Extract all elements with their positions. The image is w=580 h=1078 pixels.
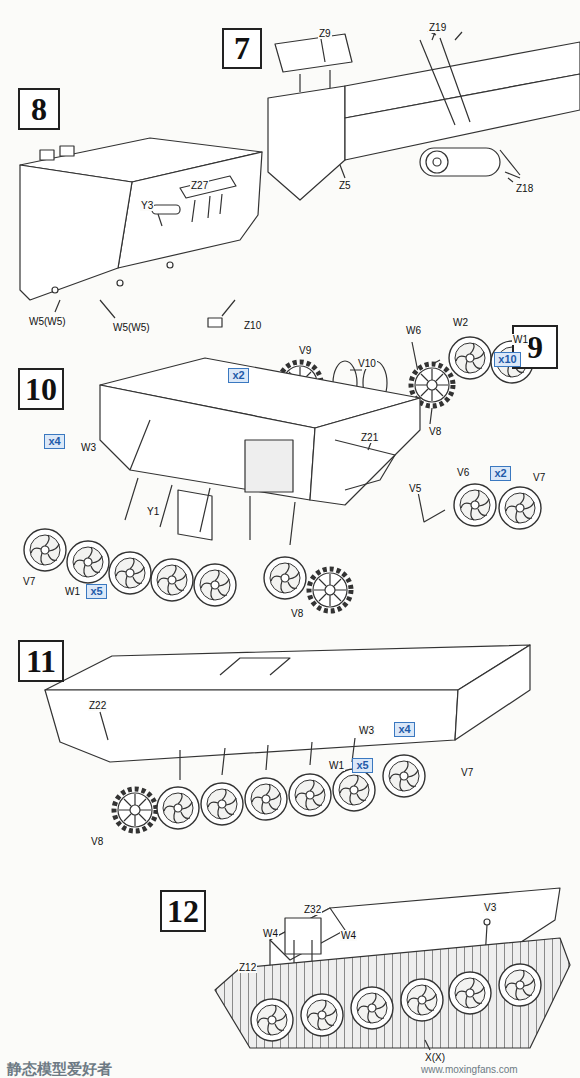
part-label: Z32	[303, 904, 322, 915]
part-label: W5(W5)	[112, 322, 151, 333]
part-label: Z5	[338, 180, 352, 191]
part-label: Z10	[243, 320, 262, 331]
quantity-mark: x2	[232, 369, 244, 382]
part-label: W1	[328, 760, 345, 771]
quantity-mark: x4	[398, 723, 410, 736]
quantity-box: x5	[352, 758, 373, 773]
part-label: V8	[290, 608, 304, 619]
part-label: W6	[405, 325, 422, 336]
quantity-mark: x10	[498, 353, 516, 366]
part-label: W1	[512, 334, 529, 345]
step-number: 7	[234, 30, 250, 67]
part-label: V9	[298, 345, 312, 356]
step-number-box: 11	[18, 640, 64, 682]
part-label: Y1	[146, 506, 160, 517]
step-number: 8	[31, 91, 47, 128]
step-number-box: 8	[18, 88, 60, 130]
part-label: W3	[80, 442, 97, 453]
part-label: W5(W5)	[28, 316, 67, 327]
part-label: W4	[340, 930, 357, 941]
step-number-box: 7	[222, 28, 262, 69]
part-label: Y3	[140, 200, 154, 211]
quantity-mark: x4	[48, 435, 60, 448]
part-label: W1	[64, 586, 81, 597]
part-label: Z27	[190, 180, 209, 191]
part-label: Z21	[360, 432, 379, 443]
quantity-box: x2	[490, 466, 511, 481]
step-number-box: 12	[160, 890, 206, 932]
part-label: V3	[483, 902, 497, 913]
quantity-mark: x5	[90, 585, 102, 598]
part-label: W4	[262, 928, 279, 939]
step-number: 10	[25, 371, 57, 408]
part-label: V7	[460, 767, 474, 778]
quantity-box: x4	[394, 722, 415, 737]
part-label: Z19	[428, 22, 447, 33]
quantity-mark: x5	[356, 759, 368, 772]
part-label: V8	[428, 426, 442, 437]
step-number: 11	[26, 643, 56, 680]
part-label: Z9	[318, 28, 332, 39]
part-label: X(X)	[424, 1052, 446, 1063]
watermark: 静态模型爱好者	[6, 1061, 113, 1076]
step-number: 12	[167, 893, 199, 930]
quantity-box: x4	[44, 434, 65, 449]
part-label: Z18	[515, 183, 534, 194]
part-label: V8	[90, 836, 104, 847]
part-label: V6	[456, 467, 470, 478]
part-label: Z12	[238, 962, 257, 973]
step-number-box: 10	[18, 368, 64, 410]
quantity-box: x2	[228, 368, 249, 383]
part-label: Z22	[88, 700, 107, 711]
part-label: V10	[357, 358, 377, 369]
part-label: V7	[22, 576, 36, 587]
quantity-box: x10	[494, 352, 521, 367]
part-label: V7	[532, 472, 546, 483]
watermark: www.moxingfans.com	[420, 1064, 519, 1075]
quantity-mark: x2	[494, 467, 506, 480]
part-label: W3	[358, 725, 375, 736]
part-label: W2	[452, 317, 469, 328]
step-number: 9	[527, 329, 543, 366]
quantity-box: x5	[86, 584, 107, 599]
part-label: V5	[408, 483, 422, 494]
